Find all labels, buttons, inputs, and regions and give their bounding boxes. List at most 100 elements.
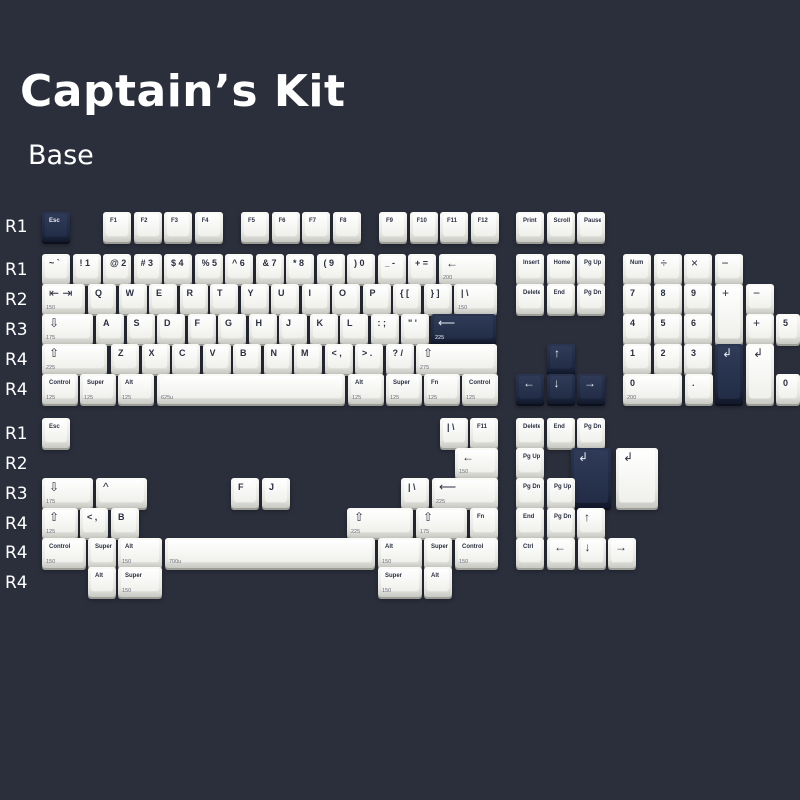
keycap-legend: Print xyxy=(523,218,537,224)
keycap-legend: ⇤ ⇥ xyxy=(49,286,73,300)
keycap-legend: ⇧ xyxy=(354,510,365,524)
keycap-n7: 7 xyxy=(623,284,651,314)
keycap-n9: 9 xyxy=(684,284,712,314)
keycap-home: Home xyxy=(546,254,575,284)
keycap-super: Super xyxy=(88,538,116,568)
keycap-delete: Delete xyxy=(516,284,544,314)
keycap-legend: H xyxy=(255,318,263,328)
keycap-legend: Fn xyxy=(477,514,485,520)
keycap-size-label: 150 xyxy=(458,305,468,311)
keycap-pgdn: Pg Dn xyxy=(577,284,605,314)
keycap-legend: F7 xyxy=(309,218,317,224)
keycap-k6: ^ 6 xyxy=(225,254,253,284)
keycap-end: End xyxy=(516,508,544,538)
keycap-legend: Z xyxy=(118,348,124,358)
keycap-f12: F12 xyxy=(470,212,499,242)
keycap-b: B xyxy=(111,508,139,538)
keycap-size-label: 175 xyxy=(46,499,56,505)
keycap-p: P xyxy=(362,284,391,314)
keycap-legend: Super xyxy=(431,544,448,550)
keycap-k2: @ 2 xyxy=(103,254,131,284)
keycap-legend: ↑ xyxy=(554,346,560,360)
keycap-num: Num xyxy=(623,254,651,284)
keycap-legend: | \ xyxy=(461,288,469,298)
keycap-k7: & 7 xyxy=(255,254,284,284)
keycap-size-label: 200 xyxy=(443,275,453,281)
keycap-lbracket: { [ xyxy=(393,284,421,314)
keycap-size-label: 175 xyxy=(46,335,56,341)
keycap-f8: F8 xyxy=(332,212,361,242)
keycap-legend: 6 xyxy=(691,318,697,328)
keycap-legend: : ; xyxy=(377,318,387,328)
keycap-legend: ← xyxy=(462,450,474,464)
row-label: R1 xyxy=(5,217,28,237)
keycap-legend: | \ xyxy=(447,422,455,432)
row-label: R2 xyxy=(5,454,28,474)
keycap-n5-extra: 5 xyxy=(776,314,800,344)
keycap-size-label: 150 xyxy=(459,559,469,565)
keycap-down: ↓ xyxy=(577,538,606,568)
keycap-legend: ⇧ xyxy=(423,510,434,524)
keycap-size-label: 700u xyxy=(169,559,182,565)
keycap-delete: Delete xyxy=(516,418,544,448)
keycap-legend: Fn xyxy=(431,380,439,386)
keycap-legend: F6 xyxy=(278,218,286,224)
keycap-legend: Num xyxy=(630,260,644,266)
keycap-legend: ⇧ xyxy=(49,346,60,360)
keycap-legend: Control xyxy=(49,544,71,550)
keycap-num-enter: ↲ xyxy=(715,344,743,404)
keycap-size-label: 225 xyxy=(435,335,445,341)
keycap-legend: Super xyxy=(125,573,143,579)
keycap-legend: Home xyxy=(553,260,571,266)
keycap-legend: ↲ xyxy=(623,450,634,464)
keycap-comma: < , xyxy=(80,508,108,538)
keycap-size-label: 150 xyxy=(122,559,132,565)
keycap-ndot: . xyxy=(685,374,713,404)
keycap-legend: Pg Dn xyxy=(584,290,601,296)
keycap-legend: F5 xyxy=(248,218,256,224)
keycap-legend: ^ 6 xyxy=(232,258,245,268)
keycap-legend: Alt xyxy=(431,573,439,579)
keycap-legend: X xyxy=(148,348,155,358)
keycap-fn: Fn xyxy=(470,508,498,538)
keycap-legend: Esc xyxy=(49,218,60,224)
keycap-control: Control 150 xyxy=(42,538,86,568)
keycap-size-label: 125 xyxy=(46,395,56,401)
keycap-legend: S xyxy=(133,318,140,328)
keycap-insert: Insert xyxy=(516,254,544,284)
keycap-legend: F xyxy=(194,318,201,328)
keycap-legend: ← xyxy=(554,540,566,554)
keycap-y: Y xyxy=(240,284,269,314)
keycap-legend: ! 1 xyxy=(79,258,91,268)
keycap-size-label: 150 xyxy=(382,559,392,565)
keycap-plus: + xyxy=(746,314,774,344)
keycap-iso-enter: ↲ xyxy=(616,448,658,508)
keycap-legend: Alt xyxy=(355,380,363,386)
keycap-ctrl: Ctrl xyxy=(516,538,544,568)
keycap-legend: Super xyxy=(87,380,105,386)
keycap-lshift: ⇧225 xyxy=(42,344,107,374)
keycap-legend: F12 xyxy=(477,218,488,224)
keycap-legend: Super xyxy=(393,380,411,386)
keycap-legend: ↓ xyxy=(584,540,591,554)
keycap-plus: + xyxy=(715,284,743,344)
keycap-k3: # 3 xyxy=(133,254,162,284)
keycap-size-label: 150 xyxy=(46,559,56,565)
keycap-legend: 2 xyxy=(660,348,666,358)
keycap-legend: Pg Dn xyxy=(554,514,571,520)
keycap-end: End xyxy=(546,284,575,314)
keycap-legend: + xyxy=(722,286,730,300)
keycap-lshift: ⇧125 xyxy=(42,508,78,538)
keycap-legend: Esc xyxy=(49,424,60,430)
keycap-alt: Alt xyxy=(88,567,116,597)
keycap-x: X xyxy=(141,344,170,374)
keycap-legend: R xyxy=(186,288,194,298)
keycap-left: ← xyxy=(547,538,575,568)
keycap-n8: 8 xyxy=(653,284,682,314)
keycap-legend: B xyxy=(118,512,125,522)
